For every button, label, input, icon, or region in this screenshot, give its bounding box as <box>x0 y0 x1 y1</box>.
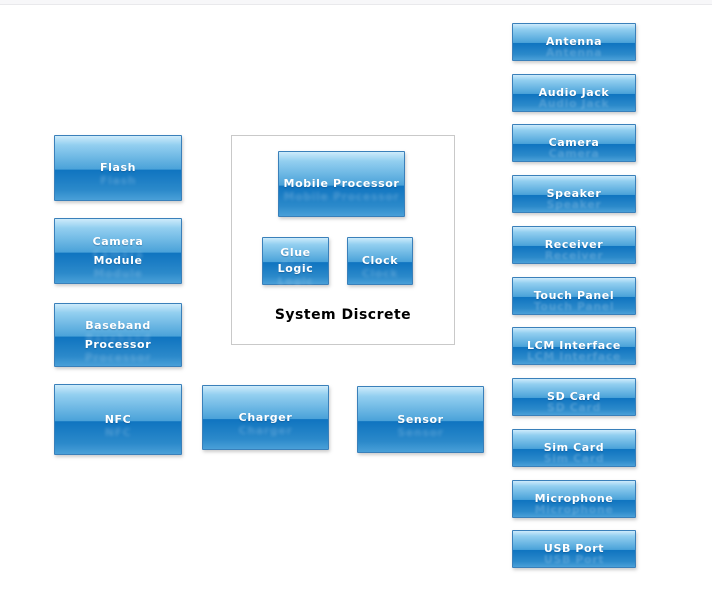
block-label: Touch Panel <box>533 289 615 303</box>
block-label-line: Module <box>93 254 143 267</box>
block-label-line: Glue <box>280 246 311 260</box>
block-label-line: Processor <box>84 338 152 351</box>
block-camera-module: Camera Module <box>54 218 182 284</box>
block-label: Sim Card <box>543 441 605 455</box>
block-audio-jack: Audio Jack <box>512 74 636 112</box>
block-charger: Charger <box>202 385 329 450</box>
block-label: Clock <box>361 254 399 268</box>
block-sensor: Sensor <box>357 386 484 453</box>
block-sim-card: Sim Card <box>512 429 636 467</box>
block-label: SD Card <box>547 390 601 404</box>
block-sd-card: SD Card <box>512 378 636 416</box>
block-label: Speaker <box>546 187 602 201</box>
block-antenna: Antenna <box>512 23 636 61</box>
block-label: Camera <box>548 136 600 150</box>
block-label: Charger <box>238 410 293 424</box>
system-discrete-group: Mobile Processor Glue Logic Clock System… <box>231 135 455 345</box>
block-label: USB Port <box>543 542 605 556</box>
top-edge-strip <box>0 0 712 5</box>
block-label: Sensor <box>397 412 444 426</box>
system-discrete-label: System Discrete <box>274 307 412 323</box>
block-label: Audio Jack <box>538 86 610 100</box>
block-touch-panel: Touch Panel <box>512 277 636 315</box>
block-label-line: Camera <box>92 234 144 248</box>
block-receiver: Receiver <box>512 226 636 264</box>
block-label-line: Baseband <box>85 318 151 332</box>
block-label: Microphone <box>534 492 614 506</box>
block-flash: Flash <box>54 135 182 201</box>
block-camera: Camera <box>512 124 636 162</box>
block-label-line: Logic <box>277 262 314 275</box>
block-label: Mobile Processor <box>283 177 400 191</box>
block-speaker: Speaker <box>512 175 636 213</box>
block-label: Receiver <box>544 238 604 252</box>
block-usb-port: USB Port <box>512 530 636 568</box>
block-label: LCM Interface <box>527 339 621 353</box>
block-lcm-interface: LCM Interface <box>512 327 636 365</box>
block-clock: Clock <box>347 237 413 285</box>
block-baseband-processor: Baseband Processor <box>54 303 182 367</box>
block-glue-logic: Glue Logic <box>262 237 329 285</box>
block-label: Antenna <box>545 35 603 49</box>
block-label: NFC <box>104 412 132 426</box>
block-mobile-processor: Mobile Processor <box>278 151 405 217</box>
block-label: Flash <box>99 161 137 175</box>
block-microphone: Microphone <box>512 480 636 518</box>
block-nfc: NFC <box>54 384 182 455</box>
